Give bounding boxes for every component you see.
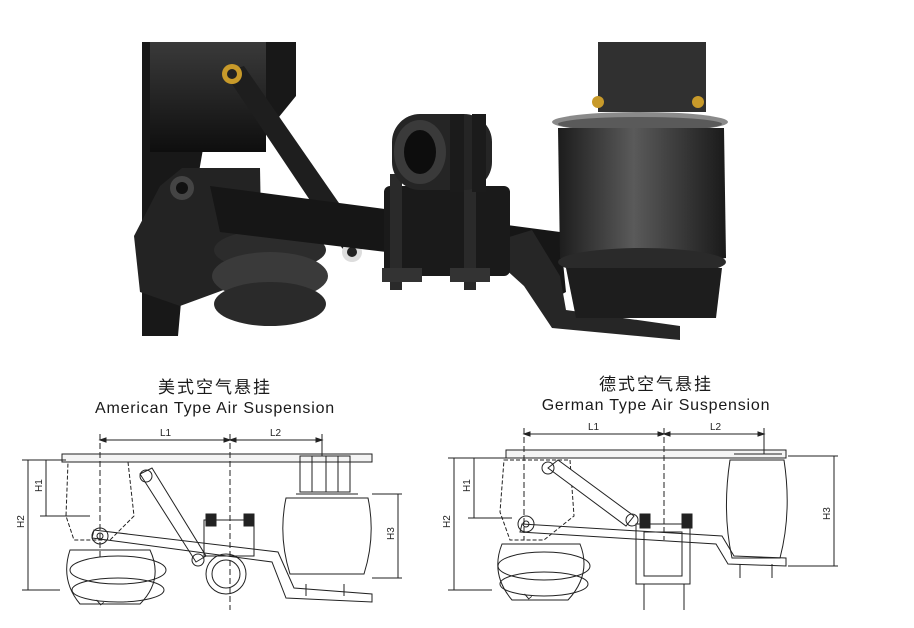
american-title-en: American Type Air Suspension bbox=[94, 400, 335, 417]
american-type-drawing: L1 L2 H2 H1 H3 L bbox=[16, 428, 402, 610]
german-title-zh: 德式空气悬挂 bbox=[599, 375, 713, 395]
german-dim-l2: L2 bbox=[710, 422, 722, 433]
german-dim-h3: H3 bbox=[822, 507, 833, 520]
american-dim-l: L bbox=[95, 596, 107, 608]
american-dim-h1: H1 bbox=[34, 479, 45, 492]
american-title-zh: 美式空气悬挂 bbox=[158, 378, 272, 398]
american-dim-h2: H2 bbox=[16, 515, 27, 528]
german-dim-l: L bbox=[523, 590, 535, 602]
german-dim-h2: H2 bbox=[442, 515, 453, 528]
suspension-photo bbox=[134, 42, 728, 340]
german-type-drawing: L1 L2 H2 H1 H3 L bbox=[442, 422, 838, 610]
german-type-caption: 德式空气悬挂 German Type Air Suspension bbox=[508, 370, 804, 415]
american-dim-l1: L1 bbox=[160, 428, 172, 439]
german-dim-l1: L1 bbox=[588, 422, 600, 433]
american-dim-l2: L2 bbox=[270, 428, 282, 439]
german-dim-h1: H1 bbox=[462, 479, 473, 492]
american-type-caption: 美式空气悬挂 American Type Air Suspension bbox=[60, 373, 370, 418]
american-dim-h3: H3 bbox=[386, 527, 397, 540]
german-title-en: German Type Air Suspension bbox=[541, 397, 771, 414]
